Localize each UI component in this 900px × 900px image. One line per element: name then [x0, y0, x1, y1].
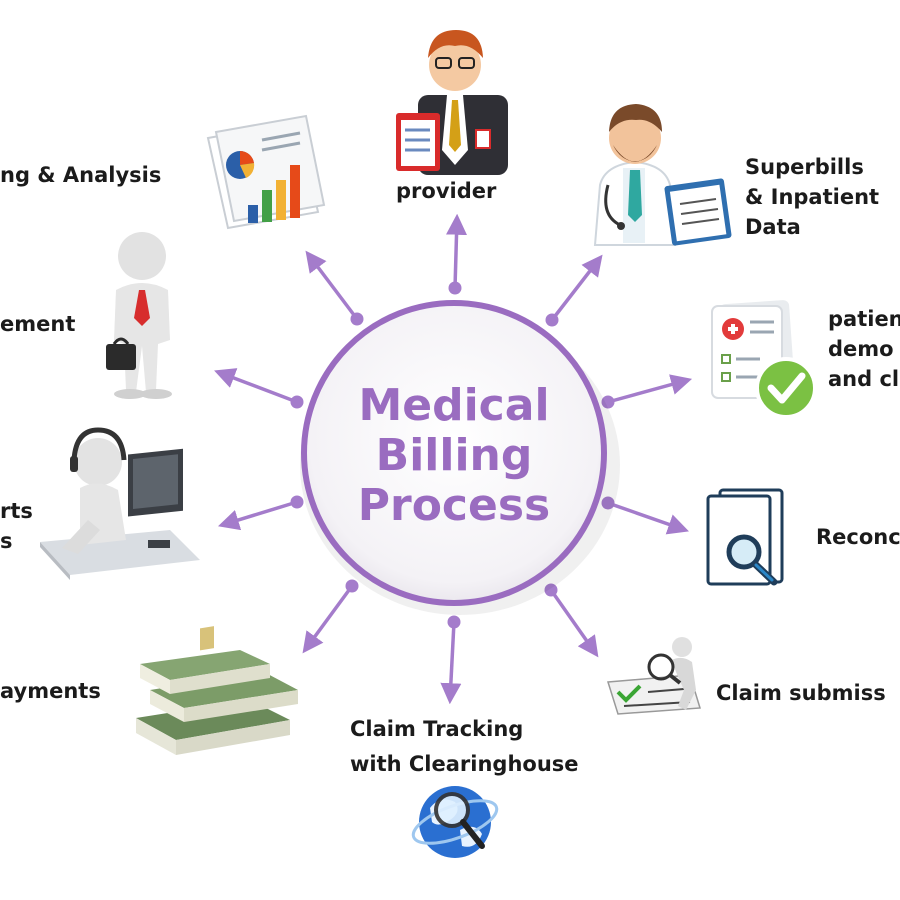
arrow-claim-tracking — [450, 622, 454, 700]
node-label-management: ement — [0, 309, 75, 339]
arrow-dot-management — [291, 396, 304, 409]
node-label-provider: provider — [396, 176, 496, 206]
node-label-payments: ayments — [0, 676, 101, 706]
node-label-analysis: ng & Analysis — [0, 160, 161, 190]
node-label-reports: rts s — [0, 496, 33, 556]
node-label-patient: patien demo and cl — [828, 304, 900, 394]
money-stack-icon — [136, 626, 298, 755]
figure-headset-computer-icon — [40, 430, 200, 580]
hub-title-line-2: Billing — [376, 430, 533, 481]
globe-magnifier-icon — [408, 786, 502, 858]
node-label-claim-tracking: Claim Tracking with Clearinghouse — [350, 712, 579, 782]
report-charts-icon — [208, 116, 324, 228]
arrow-provider — [455, 218, 457, 288]
document-checkmark-icon — [712, 300, 815, 417]
figure-briefcase-icon — [106, 232, 172, 399]
document-magnifier-icon — [708, 490, 782, 584]
arrow-management — [218, 372, 297, 402]
figure-magnifier-checklist-icon — [608, 637, 700, 714]
arrow-reconciliation — [608, 503, 685, 530]
businessman-clipboard-icon — [396, 30, 508, 175]
arrow-superbills — [552, 258, 600, 320]
arrow-dot-payments — [346, 580, 359, 593]
arrow-dot-provider — [449, 282, 462, 295]
arrow-dot-superbills — [546, 314, 559, 327]
hub-title-line-3: Process — [358, 480, 550, 531]
arrow-payments — [305, 586, 352, 650]
arrow-reports — [222, 502, 297, 525]
arrow-dot-analysis — [351, 313, 364, 326]
doctor-clipboard-icon — [595, 104, 732, 246]
node-label-reconciliation: Reconc — [816, 522, 900, 552]
arrow-patient — [608, 380, 688, 402]
arrow-claim-submission — [551, 590, 596, 654]
node-label-superbills: Superbills & Inpatient Data — [745, 152, 879, 242]
arrow-analysis — [308, 254, 357, 319]
hub-title-line-1: Medical — [358, 380, 549, 431]
arrow-dot-claim-tracking — [448, 616, 461, 629]
node-label-claim-submission: Claim submiss — [716, 678, 886, 708]
arrow-dot-reports — [291, 496, 304, 509]
